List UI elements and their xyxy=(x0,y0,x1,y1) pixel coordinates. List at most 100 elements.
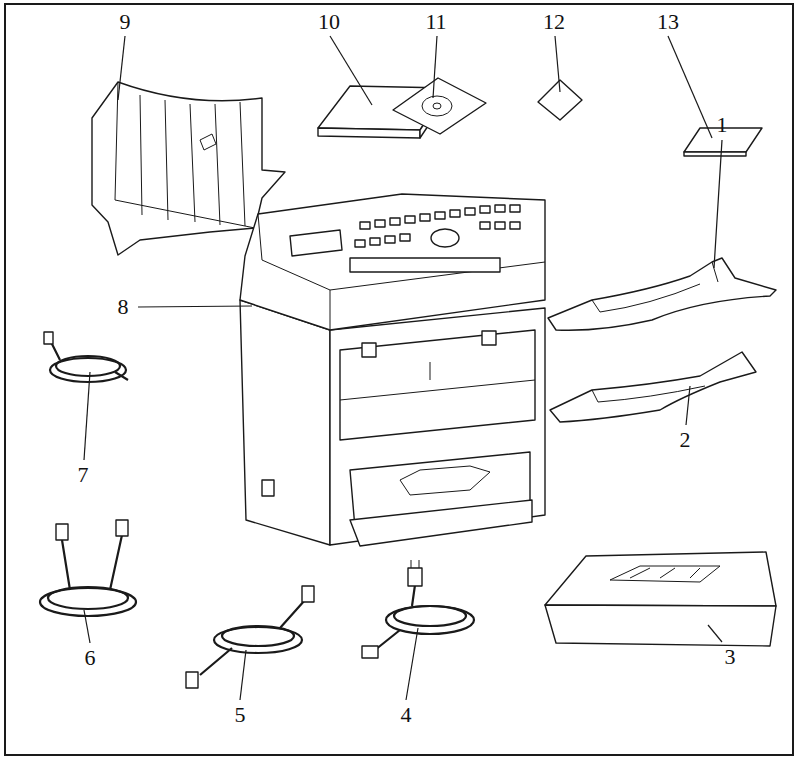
plug xyxy=(116,520,128,536)
coil xyxy=(56,356,120,376)
line-cable xyxy=(186,586,314,688)
callout-number: 3 xyxy=(725,646,736,668)
key xyxy=(510,222,520,229)
callout-number: 9 xyxy=(120,11,131,33)
cd-hole xyxy=(433,103,441,109)
key xyxy=(495,222,505,229)
key xyxy=(465,208,475,215)
key xyxy=(420,214,430,221)
keypad xyxy=(350,205,520,272)
callout-number: 12 xyxy=(543,11,565,33)
leader-line xyxy=(138,306,252,307)
cassette-slot xyxy=(610,566,720,582)
cassette-front xyxy=(545,605,776,646)
display xyxy=(290,230,342,256)
fax-machine xyxy=(240,194,545,546)
key xyxy=(480,222,490,229)
leader-line xyxy=(406,628,418,700)
callout-number: 7 xyxy=(78,464,89,486)
latch xyxy=(482,331,496,345)
paper-tray xyxy=(550,352,756,422)
latch xyxy=(362,343,376,357)
booklet-edge xyxy=(684,152,746,156)
nav-key xyxy=(431,229,459,247)
front-detail xyxy=(340,362,535,400)
coil xyxy=(214,627,302,653)
callout-number: 8 xyxy=(118,296,129,318)
tray-detail xyxy=(592,262,718,312)
leader-line xyxy=(330,36,372,105)
callout-number: 6 xyxy=(85,647,96,669)
key xyxy=(360,222,370,229)
leader-line xyxy=(433,36,437,98)
key xyxy=(450,210,460,217)
leader-line xyxy=(686,386,690,425)
connector xyxy=(362,646,378,658)
plug xyxy=(186,672,198,688)
cable-end xyxy=(50,340,128,380)
tray-lip xyxy=(350,500,532,546)
key xyxy=(355,240,365,247)
leader-line xyxy=(84,372,90,460)
panel-edges xyxy=(258,214,545,330)
body-front xyxy=(330,308,545,545)
scanner-unit xyxy=(240,194,545,330)
coil xyxy=(40,588,136,616)
callout-number: 11 xyxy=(425,11,446,33)
plug xyxy=(408,568,422,586)
cd-disc xyxy=(422,96,452,116)
usb-cable xyxy=(44,332,128,382)
key xyxy=(390,218,400,225)
tray-guide xyxy=(115,134,255,228)
key xyxy=(400,234,410,241)
key xyxy=(495,205,505,212)
key xyxy=(405,216,415,223)
phone-cable xyxy=(40,520,136,616)
leader-lines xyxy=(84,36,722,700)
paper-stack xyxy=(400,466,490,495)
key xyxy=(510,205,520,212)
prongs xyxy=(411,560,419,568)
cable-end xyxy=(200,600,305,675)
sleeve xyxy=(393,78,486,134)
coil xyxy=(48,587,128,609)
key xyxy=(370,238,380,245)
callout-number: 5 xyxy=(235,704,246,726)
callout-number: 10 xyxy=(318,11,340,33)
callout-number: 13 xyxy=(657,11,679,33)
key xyxy=(375,220,385,227)
coil xyxy=(222,626,294,646)
front-opening xyxy=(340,330,535,440)
output-tray xyxy=(548,258,776,330)
power-cord xyxy=(362,560,474,658)
coil xyxy=(394,606,466,626)
plug xyxy=(56,524,68,540)
leader-line xyxy=(84,610,90,643)
cassette-top xyxy=(545,552,776,606)
frame xyxy=(5,4,793,755)
cable-end xyxy=(62,535,122,590)
leader-line xyxy=(714,140,722,268)
plug xyxy=(302,586,314,602)
leader-line xyxy=(708,625,722,642)
manual-edge xyxy=(318,128,420,138)
tray-outline xyxy=(548,258,776,330)
key xyxy=(385,236,395,243)
plug xyxy=(44,332,53,344)
leader-line xyxy=(118,36,125,100)
leader-line xyxy=(555,36,560,92)
key xyxy=(480,206,490,213)
callout-number: 1 xyxy=(717,114,728,136)
tray-outline xyxy=(550,352,756,422)
callout-number: 4 xyxy=(401,704,412,726)
keyboard xyxy=(350,258,500,272)
paper-cassette xyxy=(545,552,776,646)
callout-number: 2 xyxy=(680,429,691,451)
cable-end xyxy=(375,585,415,650)
leader-line xyxy=(668,36,712,138)
key xyxy=(435,212,445,219)
body-side xyxy=(240,300,330,545)
leader-line xyxy=(240,650,246,700)
